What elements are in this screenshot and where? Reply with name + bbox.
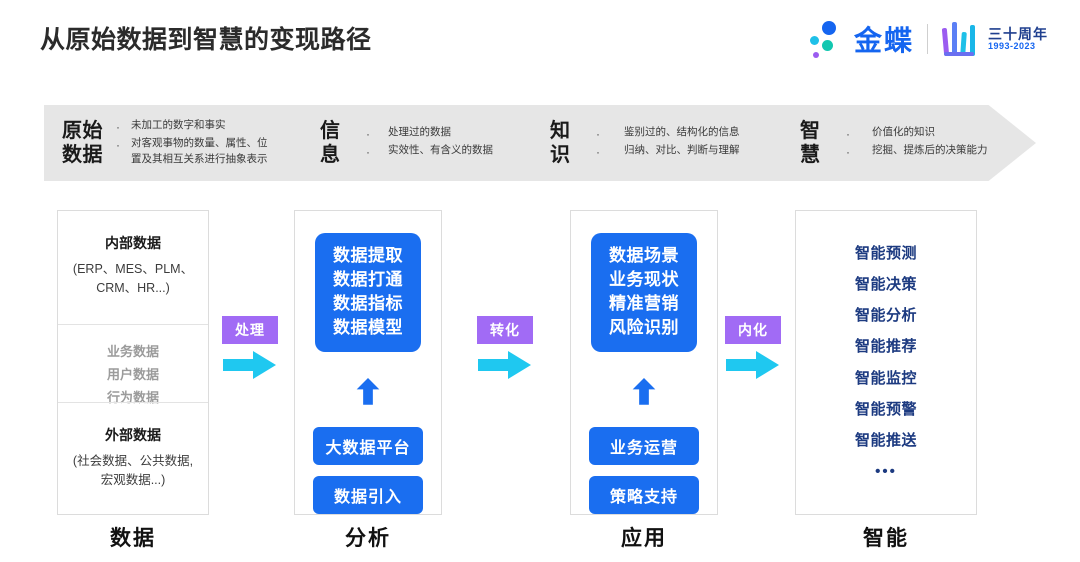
bullet-text: 实效性、有含义的数据 <box>388 144 493 156</box>
application-pill-1: 业务运营 <box>589 427 699 465</box>
connector-label: 处理 <box>222 316 278 344</box>
analysis-pill-1: 大数据平台 <box>313 427 423 465</box>
segment-bullets: · 鉴别过的、结构化的信息 · 归纳、对比、判断与理解 <box>596 125 740 161</box>
dikw-banner: 原始 数据 · 未加工的数字和事实 · 对客观事物的数量、属性、位 置及其相互关… <box>44 105 1036 181</box>
segment-bullets: · 价值化的知识 · 挖掘、提炼后的决策能力 <box>846 125 988 161</box>
card-divider <box>58 402 208 403</box>
segment-bullets: · 未加工的数字和事实 · 对客观事物的数量、属性、位 置及其相互关系进行抽象表… <box>116 118 268 168</box>
internal-data-block: 内部数据 (ERP、MES、PLM、 CRM、HR...) <box>65 211 201 324</box>
banner-segment-knowledge: 知 识 · 鉴别过的、结构化的信息 · 归纳、对比、判断与理解 <box>550 105 800 181</box>
bullet-dot-icon: · <box>366 145 370 159</box>
bullet-text: 对客观事物的数量、属性、位 置及其相互关系进行抽象表示 <box>131 137 268 165</box>
external-data-subtitle: (社会数据、公共数据, 宏观数据...) <box>72 454 194 488</box>
anniversary-mark-icon <box>941 22 981 57</box>
bullet-row: · 鉴别过的、结构化的信息 <box>596 125 740 143</box>
list-item: 智能决策 <box>854 276 917 294</box>
brand-name: 金蝶 <box>853 25 914 56</box>
banner-segment-wisdom: 智 慧 · 价值化的知识 · 挖掘、提炼后的决策能力 <box>800 105 1020 181</box>
card-application: 数据场景 业务现状 精准营销 风险识别 业务运营 策略支持 <box>570 210 718 515</box>
up-arrow-icon <box>632 377 656 405</box>
bullet-text: 鉴别过的、结构化的信息 <box>624 126 740 138</box>
connector-internalization: 内化 <box>718 316 788 380</box>
right-arrow-icon <box>223 351 276 379</box>
list-item: 行为数据 <box>106 390 159 406</box>
segment-title: 原始 数据 <box>62 119 103 166</box>
anniversary-text: 三十周年 1993-2023 <box>988 27 1048 51</box>
card-divider <box>58 324 208 325</box>
right-arrow-icon <box>726 351 779 379</box>
segment-title: 信 息 <box>320 119 341 166</box>
data-type-list: 业务数据 用户数据 行为数据 <box>106 325 159 405</box>
right-arrow-icon <box>478 351 531 379</box>
column-footer-labels: 数据 分析 应用 智能 <box>0 522 1080 562</box>
external-data-title: 外部数据 <box>104 427 161 443</box>
footer-label-application: 应用 <box>621 527 667 550</box>
page-title: 从原始数据到智慧的变现路径 <box>40 26 372 54</box>
application-main-box: 数据场景 业务现状 精准营销 风险识别 <box>591 233 697 352</box>
list-item: 智能预测 <box>854 245 917 263</box>
application-pill-2: 策略支持 <box>589 476 699 514</box>
footer-label-data: 数据 <box>110 527 156 550</box>
card-data: 内部数据 (ERP、MES、PLM、 CRM、HR...) 业务数据 用户数据 … <box>57 210 209 515</box>
analysis-pill-2: 数据引入 <box>313 476 423 514</box>
anniversary-label: 三十周年 <box>988 25 1048 42</box>
bullet-row: · 未加工的数字和事实 <box>116 118 268 136</box>
bullet-row: · 挖掘、提炼后的决策能力 <box>846 143 988 161</box>
bullet-dot-icon: · <box>116 138 120 153</box>
list-item: 用户数据 <box>106 367 159 383</box>
banner-segment-information: 信 息 · 处理过的数据 · 实效性、有含义的数据 <box>320 105 550 181</box>
bullet-dot-icon: · <box>846 145 850 159</box>
bullet-text: 挖掘、提炼后的决策能力 <box>872 144 988 156</box>
bullet-row: · 处理过的数据 <box>366 125 493 143</box>
analysis-main-box: 数据提取 数据打通 数据指标 数据模型 <box>315 233 421 352</box>
list-item: 智能分析 <box>854 307 917 325</box>
list-item: 智能预警 <box>854 400 917 418</box>
up-arrow-icon <box>356 377 380 405</box>
card-analysis: 数据提取 数据打通 数据指标 数据模型 大数据平台 数据引入 <box>294 210 442 515</box>
connector-label: 内化 <box>725 316 781 344</box>
bullet-dot-icon: · <box>596 145 600 159</box>
list-item: 智能推送 <box>854 431 917 449</box>
intelligence-capability-list: 智能预测 智能决策 智能分析 智能推荐 智能监控 智能预警 智能推送 ••• <box>855 238 917 486</box>
bullet-text: 处理过的数据 <box>388 126 451 138</box>
footer-label-analysis: 分析 <box>345 527 391 550</box>
bullet-dot-icon: · <box>116 120 120 135</box>
list-item: 智能推荐 <box>854 338 917 356</box>
logo-divider <box>927 24 928 54</box>
internal-data-title: 内部数据 <box>105 235 161 251</box>
connector-label: 转化 <box>477 316 533 344</box>
bullet-row: · 价值化的知识 <box>846 125 988 143</box>
list-ellipsis: ••• <box>875 462 897 480</box>
segment-title: 知 识 <box>550 119 571 166</box>
bullet-dot-icon: · <box>596 127 600 141</box>
logo-dots-icon <box>808 19 848 59</box>
list-item: 智能监控 <box>854 369 917 387</box>
bullet-row: · 实效性、有含义的数据 <box>366 143 493 161</box>
pipeline-columns: 内部数据 (ERP、MES、PLM、 CRM、HR...) 业务数据 用户数据 … <box>0 210 1080 515</box>
bullet-text: 归纳、对比、判断与理解 <box>624 144 740 156</box>
connector-transformation: 转化 <box>470 316 540 380</box>
internal-data-subtitle: (ERP、MES、PLM、 CRM、HR...) <box>72 262 194 296</box>
connector-processing: 处理 <box>215 316 285 380</box>
banner-segment-raw-data: 原始 数据 · 未加工的数字和事实 · 对客观事物的数量、属性、位 置及其相互关… <box>62 105 320 181</box>
bullet-text: 未加工的数字和事实 <box>131 119 226 132</box>
list-item: 业务数据 <box>106 344 159 359</box>
kingdee-logo: 金蝶 三十周年 1993-2023 <box>808 18 1048 60</box>
bullet-row: · 归纳、对比、判断与理解 <box>596 143 740 161</box>
bullet-text: 价值化的知识 <box>872 126 935 138</box>
external-data-block: 外部数据 (社会数据、公共数据, 宏观数据...) <box>65 403 201 491</box>
bullet-dot-icon: · <box>366 127 370 141</box>
card-intelligence: 智能预测 智能决策 智能分析 智能推荐 智能监控 智能预警 智能推送 ••• <box>795 210 977 515</box>
bullet-row: · 对客观事物的数量、属性、位 置及其相互关系进行抽象表示 <box>116 136 268 168</box>
footer-label-intelligence: 智能 <box>863 527 909 550</box>
anniversary-years: 1993-2023 <box>988 40 1036 51</box>
segment-bullets: · 处理过的数据 · 实效性、有含义的数据 <box>366 125 493 161</box>
bullet-dot-icon: · <box>846 127 850 141</box>
segment-title: 智 慧 <box>800 119 821 166</box>
